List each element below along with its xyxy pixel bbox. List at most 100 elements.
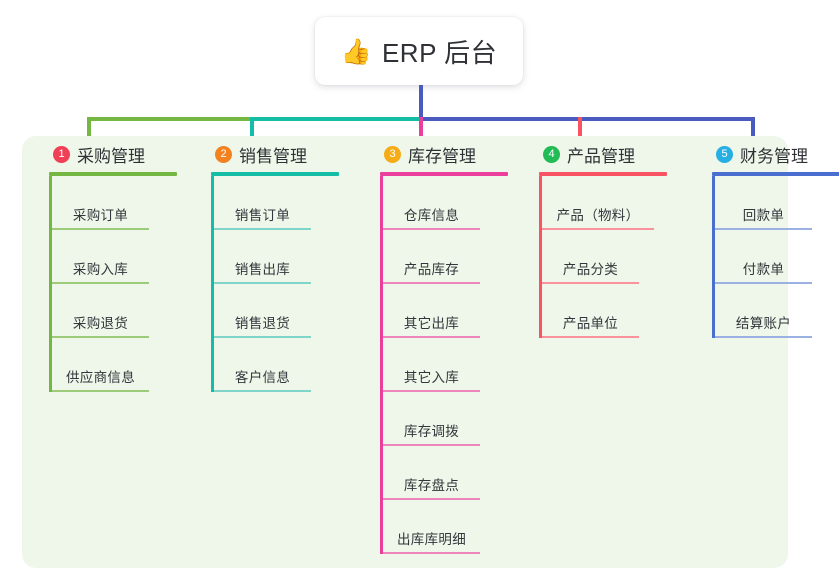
diagram-panel [22, 136, 788, 568]
list-item[interactable]: 出库库明细 [383, 500, 480, 554]
column-header-5[interactable]: 5 财务管理 [701, 136, 839, 172]
list-item[interactable]: 销售订单 [214, 176, 311, 230]
list-item-underline [383, 444, 480, 446]
segment-teal [250, 117, 421, 121]
list-item[interactable]: 客户信息 [214, 338, 311, 392]
column-2: 2 销售管理销售订单销售出库销售退货客户信息 [200, 136, 360, 392]
list-item-underline [52, 390, 149, 392]
list-item-underline [715, 228, 812, 230]
drop-col-3 [419, 117, 423, 145]
list-item[interactable]: 采购退货 [52, 284, 149, 338]
list-item[interactable]: 仓库信息 [383, 176, 480, 230]
list-item[interactable]: 产品库存 [383, 230, 480, 284]
root-node-card[interactable]: 👍 ERP 后台 [315, 17, 523, 85]
column-spine-5 [712, 176, 715, 338]
drop-col-4 [578, 117, 582, 145]
column-spine-4 [539, 176, 542, 338]
root-title: ERP 后台 [381, 37, 498, 68]
column-badge-2: 2 [215, 145, 232, 163]
list-item-underline [383, 228, 480, 230]
column-4: 4 产品管理产品（物料） 产品分类产品单位 [528, 136, 688, 338]
column-title-2: 销售管理 [239, 146, 307, 166]
list-item-underline [383, 390, 480, 392]
list-item[interactable]: 销售退货 [214, 284, 311, 338]
column-badge-4: 4 [543, 145, 560, 163]
list-item[interactable]: 供应商信息 [52, 338, 149, 392]
list-item-underline [52, 336, 149, 338]
list-item-label: 其它出库 [403, 316, 460, 331]
drop-col-2 [250, 117, 254, 145]
column-spine-1 [49, 176, 52, 392]
list-item-label: 销售退货 [234, 316, 291, 331]
list-item[interactable]: 库存盘点 [383, 446, 480, 500]
column-items-1: 采购订单采购入库采购退货供应商信息 [49, 176, 198, 392]
column-badge-1: 1 [53, 145, 70, 163]
column-header-2[interactable]: 2 销售管理 [200, 136, 360, 172]
list-item-underline [383, 336, 480, 338]
list-item-underline [214, 228, 311, 230]
list-item-label: 库存盘点 [403, 478, 460, 493]
column-rule-2 [211, 172, 339, 176]
list-item-underline [715, 336, 812, 338]
list-item[interactable]: 结算账户 [715, 284, 812, 338]
column-title-3: 库存管理 [408, 146, 476, 166]
list-item-underline [715, 282, 812, 284]
list-item[interactable]: 采购订单 [52, 176, 149, 230]
list-item-underline [383, 282, 480, 284]
list-item-label: 采购退货 [72, 316, 129, 331]
list-item-label: 产品单位 [562, 316, 619, 331]
list-item-underline [542, 336, 639, 338]
list-item-label: 供应商信息 [66, 370, 135, 385]
list-item-label: 付款单 [742, 262, 785, 277]
list-item-label: 产品（物料） [556, 208, 640, 223]
list-item-label: 产品分类 [562, 262, 619, 277]
column-rule-4 [539, 172, 667, 176]
drop-col-1 [87, 117, 91, 145]
list-item[interactable]: 其它出库 [383, 284, 480, 338]
list-item[interactable]: 库存调拨 [383, 392, 480, 446]
list-item[interactable]: 采购入库 [52, 230, 149, 284]
list-item-label: 库存调拨 [403, 424, 460, 439]
list-item-label: 采购订单 [72, 208, 129, 223]
column-header-4[interactable]: 4 产品管理 [528, 136, 688, 172]
segment-blue [419, 117, 755, 121]
list-item-underline [542, 228, 654, 230]
column-items-4: 产品（物料） 产品分类产品单位 [539, 176, 688, 338]
column-items-3: 仓库信息产品库存其它出库其它入库库存调拨库存盘点出库库明细 [380, 176, 529, 554]
drop-col-5 [751, 117, 755, 145]
column-rule-3 [380, 172, 508, 176]
thumbs-up-icon: 👍 [340, 37, 372, 66]
list-item-underline [214, 390, 311, 392]
column-items-5: 回款单付款单结算账户 [712, 176, 839, 338]
column-title-5: 财务管理 [740, 146, 808, 166]
column-spine-2 [211, 176, 214, 392]
column-badge-5: 5 [716, 145, 733, 163]
list-item[interactable]: 付款单 [715, 230, 812, 284]
root-stem [419, 85, 423, 121]
list-item-label: 产品库存 [403, 262, 460, 277]
list-item[interactable]: 销售出库 [214, 230, 311, 284]
list-item[interactable]: 产品单位 [542, 284, 639, 338]
list-item-underline [542, 282, 639, 284]
list-item[interactable]: 产品（物料） [542, 176, 654, 230]
column-title-4: 产品管理 [567, 146, 635, 166]
list-item[interactable]: 产品分类 [542, 230, 639, 284]
column-spine-3 [380, 176, 383, 554]
list-item-underline [383, 552, 480, 554]
list-item[interactable]: 回款单 [715, 176, 812, 230]
list-item-label: 结算账户 [735, 316, 792, 331]
list-item-label: 回款单 [742, 208, 785, 223]
segment-green [87, 117, 252, 121]
column-rule-5 [712, 172, 839, 176]
list-item[interactable]: 其它入库 [383, 338, 480, 392]
list-item-underline [214, 282, 311, 284]
column-items-2: 销售订单销售出库销售退货客户信息 [211, 176, 360, 392]
column-rule-1 [49, 172, 177, 176]
list-item-underline [383, 498, 480, 500]
list-item-label: 其它入库 [403, 370, 460, 385]
